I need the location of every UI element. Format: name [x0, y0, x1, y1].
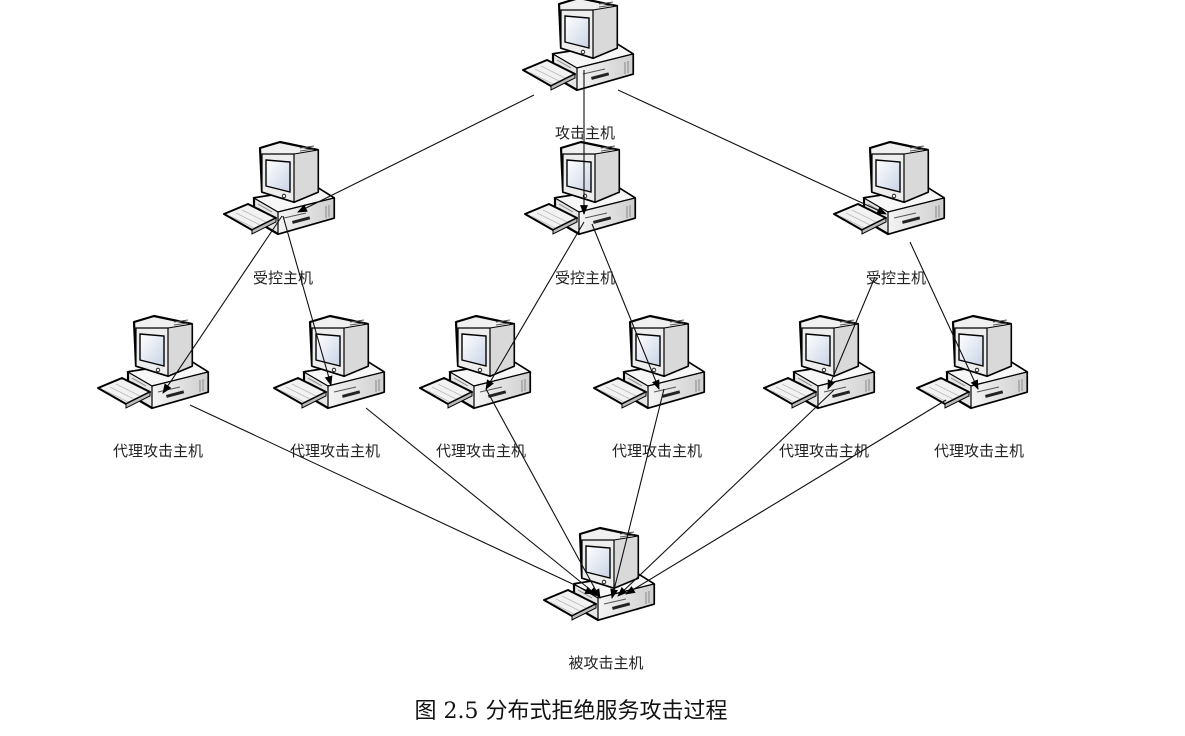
- node-agent4: 代理攻击主机: [592, 314, 706, 460]
- edge-agent5-to-victim: [617, 389, 835, 597]
- edge-attacker-to-handler1: [297, 94, 535, 213]
- node-label: 代理攻击主机: [113, 442, 203, 460]
- node-label: 受控主机: [253, 269, 313, 287]
- node-handler1: 受控主机: [222, 140, 336, 287]
- computer-icon: [523, 140, 637, 236]
- node-handler2: 受控主机: [523, 140, 637, 287]
- edge-handler2-to-agent3: [485, 221, 585, 390]
- edge-handler2-to-agent4: [591, 223, 660, 390]
- computer-icon: [272, 314, 386, 410]
- node-label: 代理攻击主机: [779, 442, 869, 460]
- computer-icon: [521, 0, 635, 92]
- node-agent6: 代理攻击主机: [915, 314, 1029, 460]
- edge-agent1-to-victim: [189, 404, 595, 595]
- computer-icon: [96, 314, 210, 410]
- node-agent1: 代理攻击主机: [96, 314, 210, 460]
- edge-agent6-to-victim: [625, 399, 947, 595]
- node-agent3: 代理攻击主机: [418, 314, 532, 460]
- edge-attacker-to-handler3: [617, 89, 887, 215]
- node-handler3: 受控主机: [832, 140, 946, 287]
- computer-icon: [915, 314, 1029, 410]
- edges-layer: [162, 70, 979, 599]
- figure-caption: 图 2.5 分布式拒绝服务攻击过程: [414, 699, 728, 724]
- computer-icon: [832, 140, 946, 236]
- node-label: 代理攻击主机: [436, 442, 526, 460]
- computer-icon: [418, 314, 532, 410]
- node-label: 被攻击主机: [568, 654, 643, 672]
- node-label: 代理攻击主机: [934, 442, 1024, 460]
- node-label: 攻击主机: [555, 124, 615, 142]
- node-victim: 被攻击主机: [542, 526, 656, 672]
- node-label: 受控主机: [555, 269, 615, 287]
- computer-icon: [592, 314, 706, 410]
- edge-handler1-to-agent1: [162, 215, 283, 394]
- node-agent2: 代理攻击主机: [272, 314, 386, 460]
- computer-icon: [542, 526, 656, 622]
- node-agent5: 代理攻击主机: [762, 314, 876, 460]
- edge-agent3-to-victim: [485, 388, 601, 599]
- node-attacker: 攻击主机: [521, 0, 635, 142]
- computer-icon: [762, 314, 876, 410]
- node-label: 代理攻击主机: [290, 442, 380, 460]
- node-label: 受控主机: [866, 269, 926, 287]
- edge-agent2-to-victim: [365, 407, 599, 597]
- edge-handler1-to-agent2: [282, 215, 333, 386]
- edge-handler3-to-agent6: [909, 241, 979, 390]
- node-label: 代理攻击主机: [612, 442, 702, 460]
- edge-handler3-to-agent5: [827, 276, 876, 390]
- edge-agent4-to-victim: [610, 388, 665, 599]
